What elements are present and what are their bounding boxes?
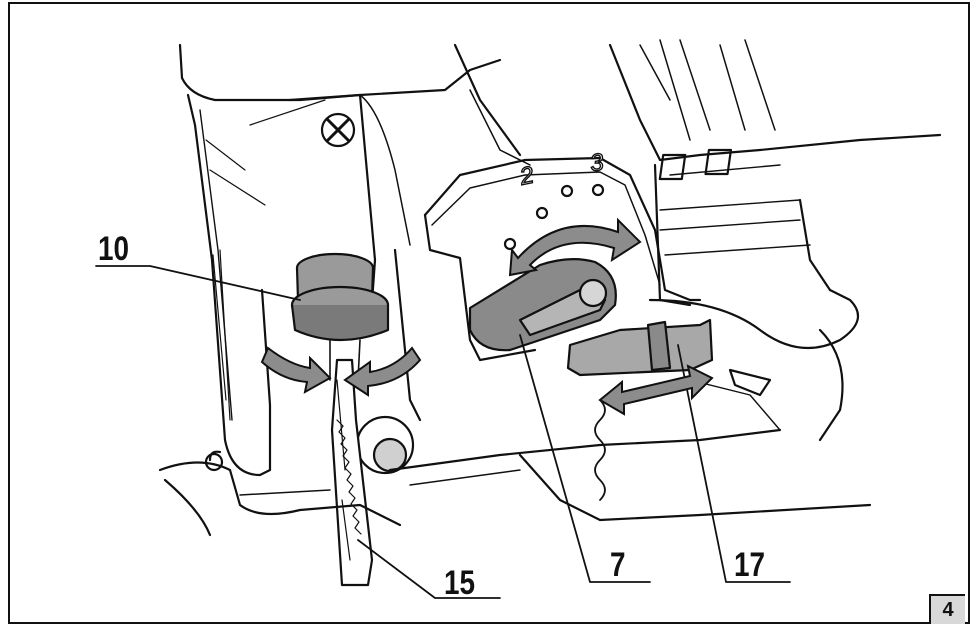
callout-blade: 15 — [444, 564, 476, 602]
base-shoe — [158, 461, 402, 527]
housing-front — [186, 93, 272, 477]
rotate-arrow-dial — [508, 217, 642, 277]
orbital-lever — [468, 258, 617, 352]
shoe-lock-lever — [566, 318, 714, 377]
dial-housing — [423, 156, 702, 302]
leader-7 — [519, 334, 651, 583]
dial-mark-3: 3 — [588, 149, 606, 178]
slide-arrow — [598, 364, 714, 416]
housing-top — [178, 43, 502, 102]
callout-shoe-lock: 17 — [734, 546, 766, 584]
rotate-arrow-right — [343, 346, 422, 397]
callout-blade-clamp: 10 — [98, 230, 130, 268]
callout-orbital-lever: 7 — [610, 546, 626, 584]
screw-head — [320, 112, 356, 148]
rotate-arrow-left — [260, 346, 332, 394]
figure-number: 4 — [929, 594, 965, 624]
saw-blade — [330, 358, 374, 587]
leader-10 — [95, 265, 301, 301]
leader-15 — [357, 539, 501, 599]
dial-mark-2: 2 — [517, 162, 537, 191]
